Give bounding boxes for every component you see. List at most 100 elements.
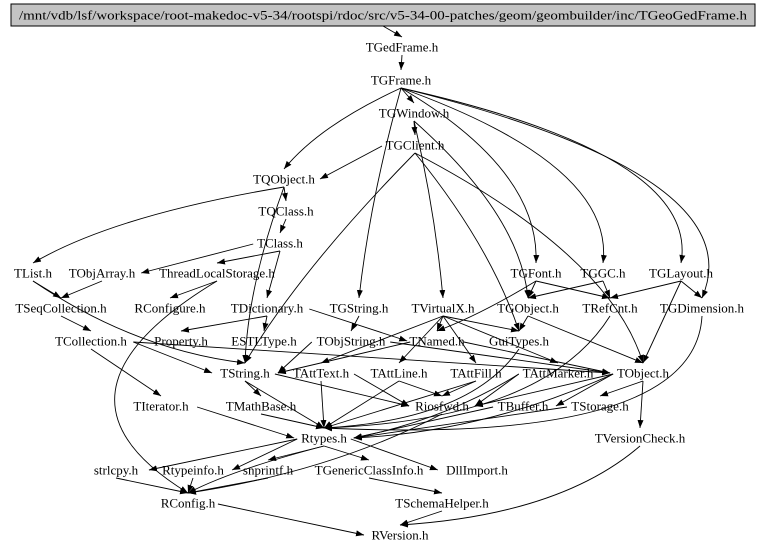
graph-edge (140, 243, 254, 274)
graph-edge (398, 54, 405, 71)
graph-node-tattfill-h[interactable]: TAttFill.h (450, 366, 502, 381)
graph-edge (599, 380, 644, 397)
graph-edge (442, 315, 477, 364)
graph-edge (680, 280, 703, 299)
graph-edge (169, 280, 218, 299)
graph-edge (187, 445, 325, 494)
graph-node-rconfigure-h[interactable]: RConfigure.h (134, 301, 206, 316)
graph-node-estltype-h[interactable]: ESTLType.h (231, 334, 297, 349)
graph-edge (400, 87, 686, 264)
graph-edge (281, 186, 288, 202)
graph-node-rversion-h[interactable]: RVersion.h (371, 528, 429, 543)
graph-node-strlcpy-h[interactable]: strlcpy.h (94, 463, 139, 478)
graph-edge (60, 315, 92, 332)
graph-node-tclass-h[interactable]: TClass.h (257, 236, 303, 251)
graph-node-tmathbase-h[interactable]: TMathBase.h (226, 399, 297, 414)
graph-edge (442, 315, 520, 333)
graph-edge (260, 413, 325, 430)
graph-node-dllimport-h[interactable]: DllImport.h (446, 463, 508, 478)
root-node-box (10, 3, 756, 27)
graph-node-tstorage-h[interactable]: TStorage.h (571, 399, 629, 414)
graph-edge (390, 341, 611, 375)
graph-edge (353, 406, 494, 440)
graph-node-tgclient-h[interactable]: TGClient.h (386, 138, 445, 153)
graph-edge (350, 315, 360, 332)
graph-edge (320, 315, 444, 364)
graph-node-tgenericclassinfo-h[interactable]: TGenericClassInfo.h (315, 463, 424, 478)
graph-edge (323, 380, 477, 429)
graph-edge (442, 315, 559, 364)
graph-node-tstring-h[interactable]: TString.h (220, 366, 270, 381)
graph-edge (400, 87, 415, 104)
graph-node-threadlocalstorage-h[interactable]: ThreadLocalStorage.h (159, 266, 275, 281)
graph-node-trefcnt-h[interactable]: TRefCnt.h (582, 301, 638, 316)
graph-node-tcollection-h[interactable]: TCollection.h (55, 334, 127, 349)
graph-edge (277, 341, 411, 375)
graph-edge (414, 152, 520, 332)
graph-node-tgstring-h[interactable]: TGString.h (330, 301, 389, 316)
graph-edge (400, 87, 710, 299)
graph-edge (637, 380, 644, 429)
graph-node-tqclass-h[interactable]: TQClass.h (258, 204, 314, 219)
graph-edge (413, 120, 446, 299)
graph-node-riosfwd-h[interactable]: Riosfwd.h (415, 399, 469, 414)
graph-node-tgframe-h[interactable]: TGFrame.h (371, 73, 432, 88)
graph-node-tattline-h[interactable]: TAttLine.h (370, 366, 428, 381)
graph-edge (242, 186, 285, 364)
graph-edge (309, 308, 408, 342)
graph-edge (518, 315, 529, 332)
graph-node-tversioncheck-h[interactable]: TVersionCheck.h (595, 431, 686, 446)
graph-edge (279, 218, 287, 234)
graph-node-tgedframe-h[interactable]: TGedFrame.h (366, 40, 439, 55)
graph-edge (266, 250, 281, 299)
graph-node-rtypes-h[interactable]: Rtypes.h (301, 431, 347, 446)
graph-node-rtypeinfo-h[interactable]: Rtypeinfo.h (162, 463, 224, 478)
graph-node-tschemahelper-h[interactable]: TSchemaHelper.h (395, 496, 489, 511)
graph-edge (262, 315, 269, 332)
graph-edge (414, 152, 644, 364)
graph-edge (555, 373, 614, 407)
graph-edge (187, 477, 269, 495)
graph-edge (323, 445, 370, 461)
graph-node-tqobject-h[interactable]: TQObject.h (253, 172, 315, 187)
graph-node-tglayout-h[interactable]: TGLayout.h (649, 266, 713, 281)
graph-edge (399, 510, 443, 526)
graph-node-guitypes-h[interactable]: GuiTypes.h (489, 334, 550, 349)
graph-edge (319, 145, 383, 180)
graph-node-tnamed-h[interactable]: TNamed.h (409, 334, 465, 349)
graph-edge (413, 120, 531, 299)
graph-node-tattmarker-h[interactable]: TAttMarker.h (523, 366, 594, 381)
graph-edge (148, 438, 298, 472)
graph-node-tgdimension-h[interactable]: TGDimension.h (660, 301, 745, 316)
graph-edge (353, 406, 568, 440)
graph-node-tgwindow-h[interactable]: TGWindow.h (379, 106, 450, 121)
graph-node-tggc-h[interactable]: TGGC.h (580, 266, 626, 281)
graph-node-tbuffer-h[interactable]: TBuffer.h (498, 399, 549, 414)
graph-edge (350, 438, 439, 471)
graph-edge (642, 280, 682, 364)
graph-edge (115, 477, 189, 495)
graph-node-tobjarray-h[interactable]: TObjArray.h (69, 266, 136, 281)
graph-node-tvirtualx-h[interactable]: TVirtualX.h (411, 301, 475, 316)
graph-node-property-h[interactable]: Property.h (154, 334, 208, 349)
graph-node-snprintf-h[interactable]: snprintf.h (243, 463, 294, 478)
graph-node-tobjstring-h[interactable]: TObjString.h (317, 334, 386, 349)
graph-node-rconfig-h[interactable]: RConfig.h (161, 496, 216, 511)
graph-node-tseqcollection-h[interactable]: TSeqCollection.h (15, 301, 107, 316)
graph-edge (474, 373, 614, 408)
graph-edge (368, 477, 443, 495)
graph-edge (609, 280, 682, 300)
graph-node-tobject-h[interactable]: TObject.h (617, 366, 670, 381)
graph-edge (244, 152, 416, 364)
graph-node-tatttext-h[interactable]: TAttText.h (293, 366, 350, 381)
graph-node-titerator-h[interactable]: TIterator.h (133, 399, 189, 414)
graph-edge (133, 341, 213, 374)
graph-node-tgfont-h[interactable]: TGFont.h (511, 266, 562, 281)
graph-node-tlist-h[interactable]: TList.h (14, 266, 52, 281)
graph-edge (283, 87, 402, 170)
graph-edge (196, 406, 295, 439)
graph-node-tdictionary-h[interactable]: TDictionary.h (231, 301, 304, 316)
graph-edge (398, 380, 443, 397)
graph-node-tgobject-h[interactable]: TGObject.h (497, 301, 559, 316)
